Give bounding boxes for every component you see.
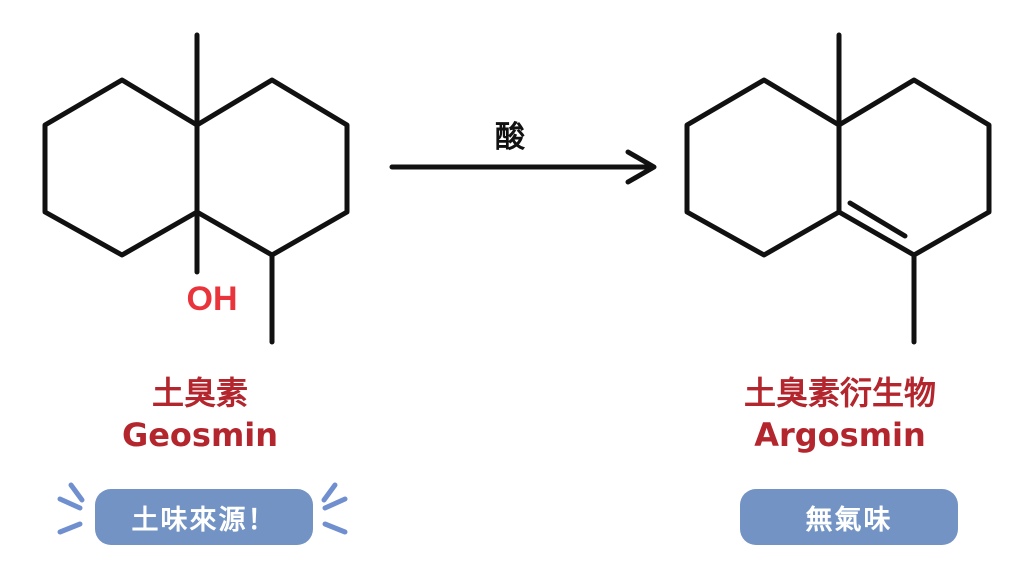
geosmin-name-zh: 土臭素	[151, 374, 248, 412]
hydroxyl-label: OH	[186, 280, 238, 318]
reaction-arrow	[389, 149, 657, 185]
reagent-label: 酸	[495, 120, 525, 155]
argosmin-structure	[684, 32, 992, 345]
geosmin-structure	[42, 32, 350, 345]
geosmin-name-en: Geosmin	[121, 416, 279, 454]
emphasis-burst-right	[321, 482, 348, 535]
argosmin-name-en: Argosmin	[754, 416, 926, 454]
argosmin-name-zh: 土臭素衍生物	[743, 374, 936, 412]
argosmin-badge: 無氣味	[740, 489, 958, 545]
geosmin-badge: 土味來源！	[95, 489, 313, 545]
emphasis-burst-left	[57, 482, 85, 535]
